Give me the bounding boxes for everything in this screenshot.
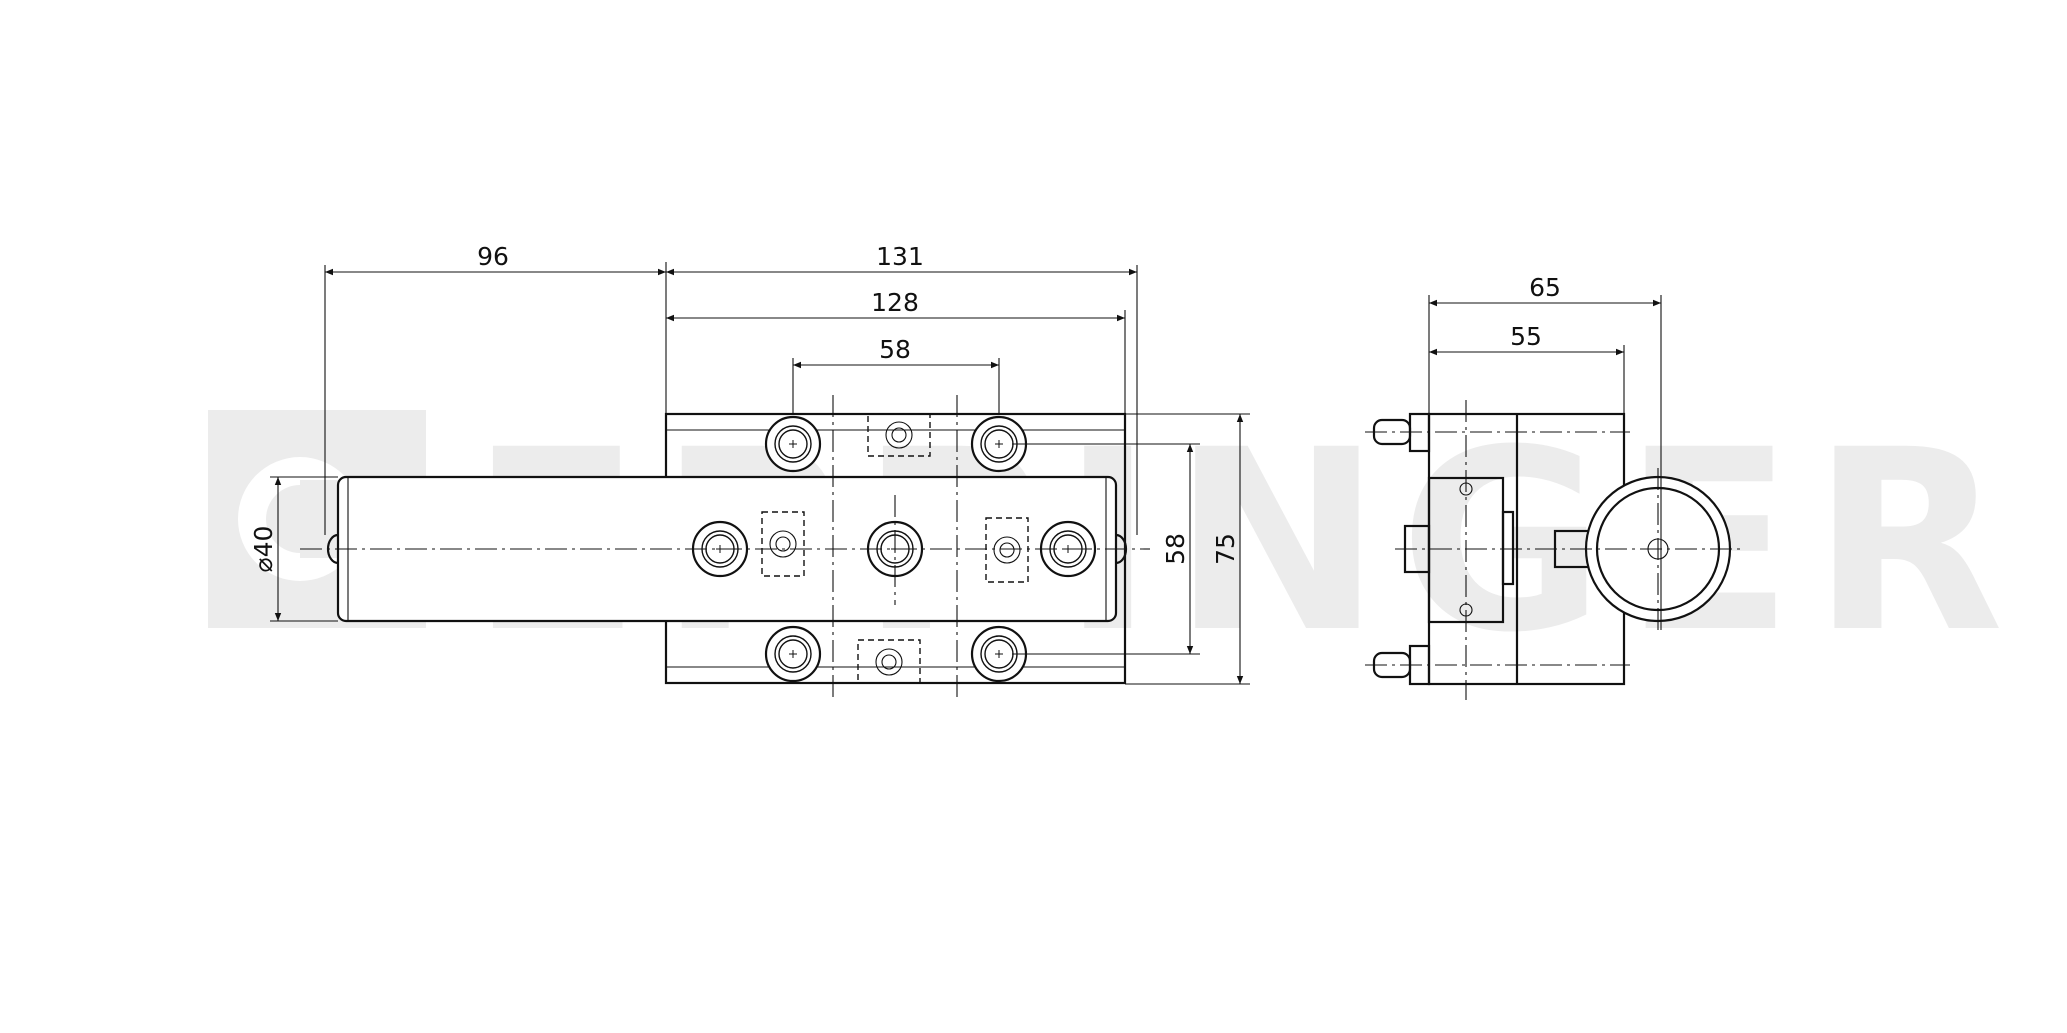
dim-58-right: 58 bbox=[1161, 533, 1190, 565]
screw-holes bbox=[691, 415, 1097, 683]
dimension-labels: 96 131 128 58 ⌀40 58 75 65 55 bbox=[249, 242, 1561, 572]
coolant-port-right bbox=[985, 517, 1029, 583]
coolant-port-left bbox=[761, 511, 805, 577]
dimension-lines bbox=[270, 262, 1662, 685]
front-view bbox=[300, 395, 1190, 700]
dim-diameter-40: ⌀40 bbox=[249, 526, 278, 573]
dim-75: 75 bbox=[1211, 533, 1240, 565]
dim-128: 128 bbox=[871, 288, 919, 317]
screw-hole bbox=[764, 415, 822, 473]
dim-96: 96 bbox=[477, 242, 509, 271]
dim-65: 65 bbox=[1529, 273, 1561, 302]
screw-hole bbox=[970, 415, 1028, 473]
screw-hole bbox=[764, 625, 822, 683]
coolant-port-bottom bbox=[857, 639, 921, 684]
dim-55: 55 bbox=[1510, 322, 1542, 351]
coolant-port-top bbox=[867, 413, 931, 457]
dim-131: 131 bbox=[876, 242, 924, 271]
side-view bbox=[1365, 400, 1745, 700]
dim-58-top: 58 bbox=[879, 335, 911, 364]
